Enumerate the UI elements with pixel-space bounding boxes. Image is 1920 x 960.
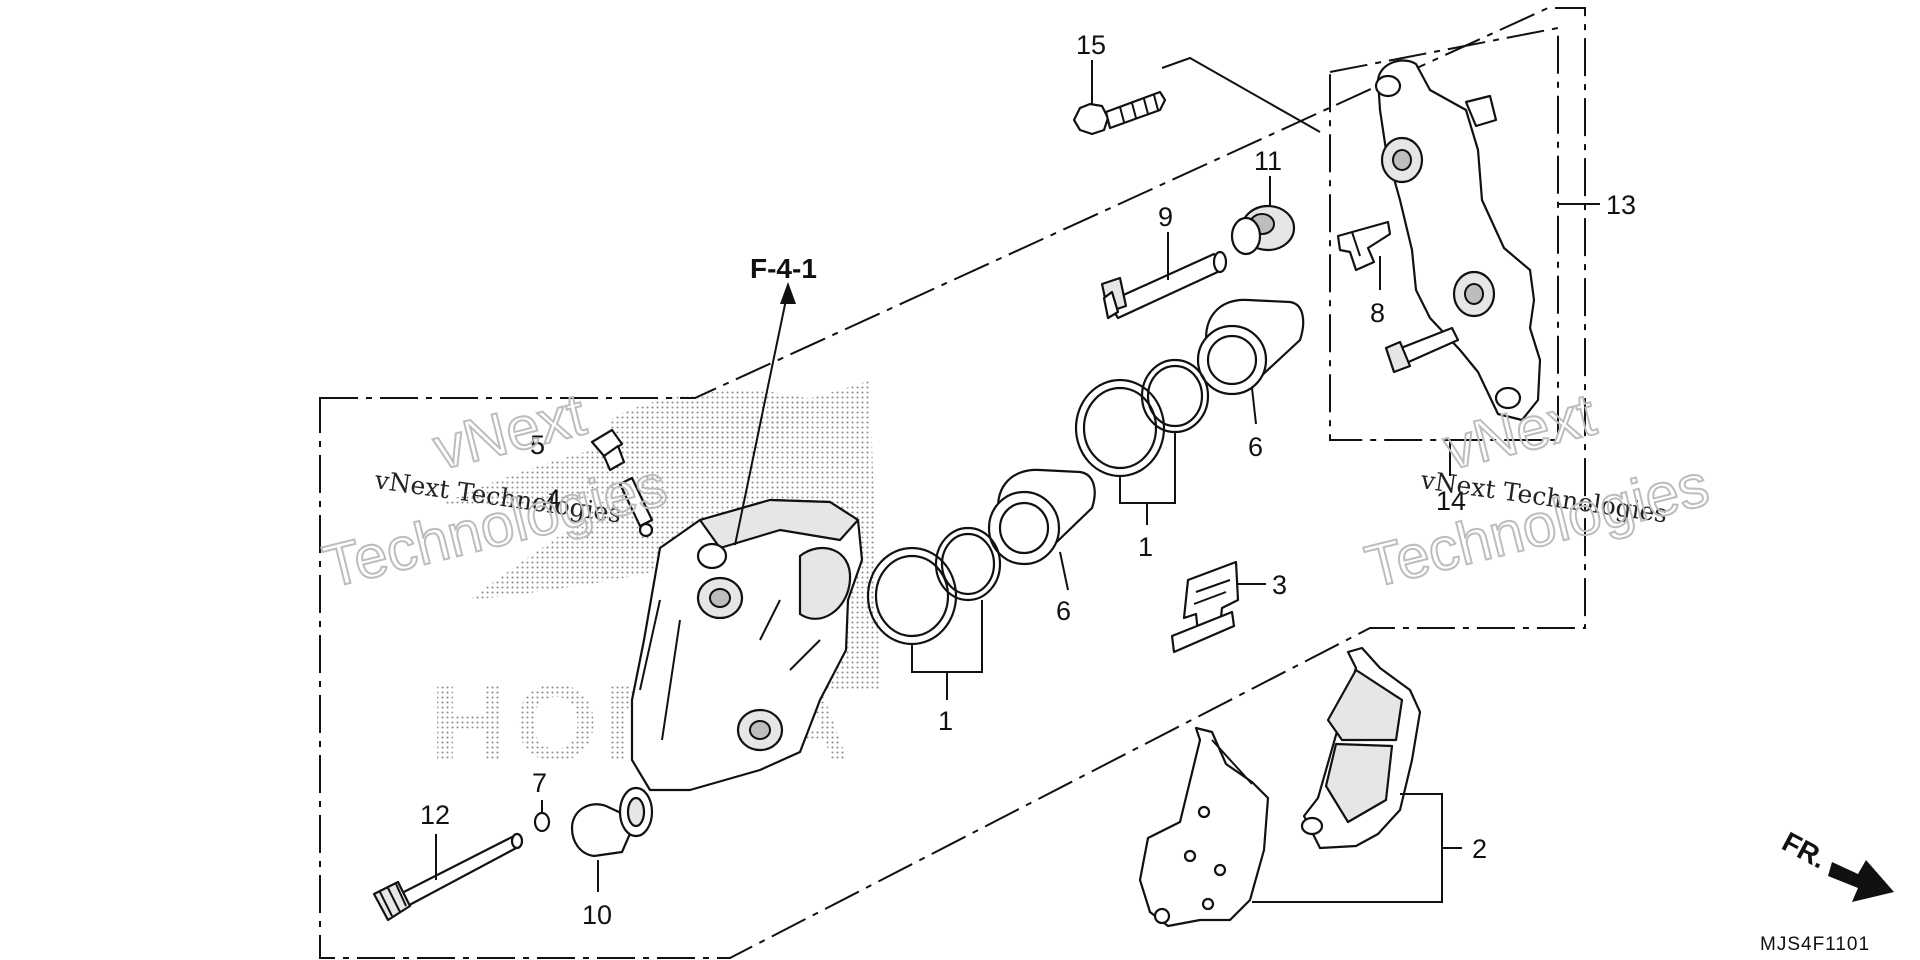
part-1-seal-upper-b-inner [1082,386,1158,470]
part-10-plug [570,786,654,858]
front-direction-indicator: FR. [1777,826,1894,902]
callout-2: 2 [1472,834,1487,864]
callout-6-lower: 6 [1056,596,1071,626]
part-12-pin [372,832,524,922]
part-1-seal-lower-b-inner [874,554,950,638]
part-15-bolt [1072,90,1167,136]
part-1-seal-lower-a-inner [940,532,996,596]
callout-6-upper: 6 [1248,432,1263,462]
part-1-seal-upper-a-inner [1146,364,1204,428]
part-5-clip [590,428,626,472]
callout-1-upper: 1 [1138,532,1153,562]
callout-1-lower: 1 [938,706,953,736]
drawing-code: MJS4F1101 [1760,934,1870,955]
part-1-seal-lower-a [934,526,1002,602]
bracket-group-boundary [1329,26,1559,441]
front-marker-label: FR. [1777,826,1831,875]
callout-11: 11 [1254,146,1282,176]
callout-12: 12 [420,800,450,830]
part-1-seal-upper-b [1074,378,1166,478]
part-11-boot [1230,204,1296,256]
leader-lines [435,60,1600,903]
part-6-piston-lower [987,468,1096,566]
part-8-retainer [1336,220,1392,272]
callout-14: 14 [1436,486,1466,516]
part-6-piston-upper [1196,298,1305,396]
part-2-pad-rear [1300,646,1422,850]
callout-10: 10 [582,900,612,930]
callout-4: 4 [546,484,561,514]
callout-9: 9 [1158,202,1173,232]
front-arrow-icon [1828,860,1894,902]
assembly-boundary [319,7,1586,959]
part-1-seal-lower-b [866,546,958,646]
caliper-body [630,498,864,792]
callout-13: 13 [1606,190,1636,220]
reference-label: F-4-1 [750,253,817,284]
watermark-right: vNext vNext Technologies Technologies [1358,379,1716,601]
part-7-oring [533,811,551,833]
part-14-bracket [1374,59,1542,422]
part-9-pin [1100,250,1228,320]
callout-5: 5 [530,430,545,460]
part-3-spring [1170,560,1240,654]
part-2-pad-front [1138,726,1270,928]
part-4-clip [618,476,654,538]
callout-15: 15 [1076,30,1106,60]
callout-8: 8 [1370,298,1385,328]
watermark-outline-right: Technologies [1359,451,1715,601]
callout-7: 7 [532,768,547,798]
callout-3: 3 [1272,570,1287,600]
callout-labels: 1 1 2 3 4 5 6 6 7 8 9 10 11 12 13 14 15 [420,30,1636,930]
